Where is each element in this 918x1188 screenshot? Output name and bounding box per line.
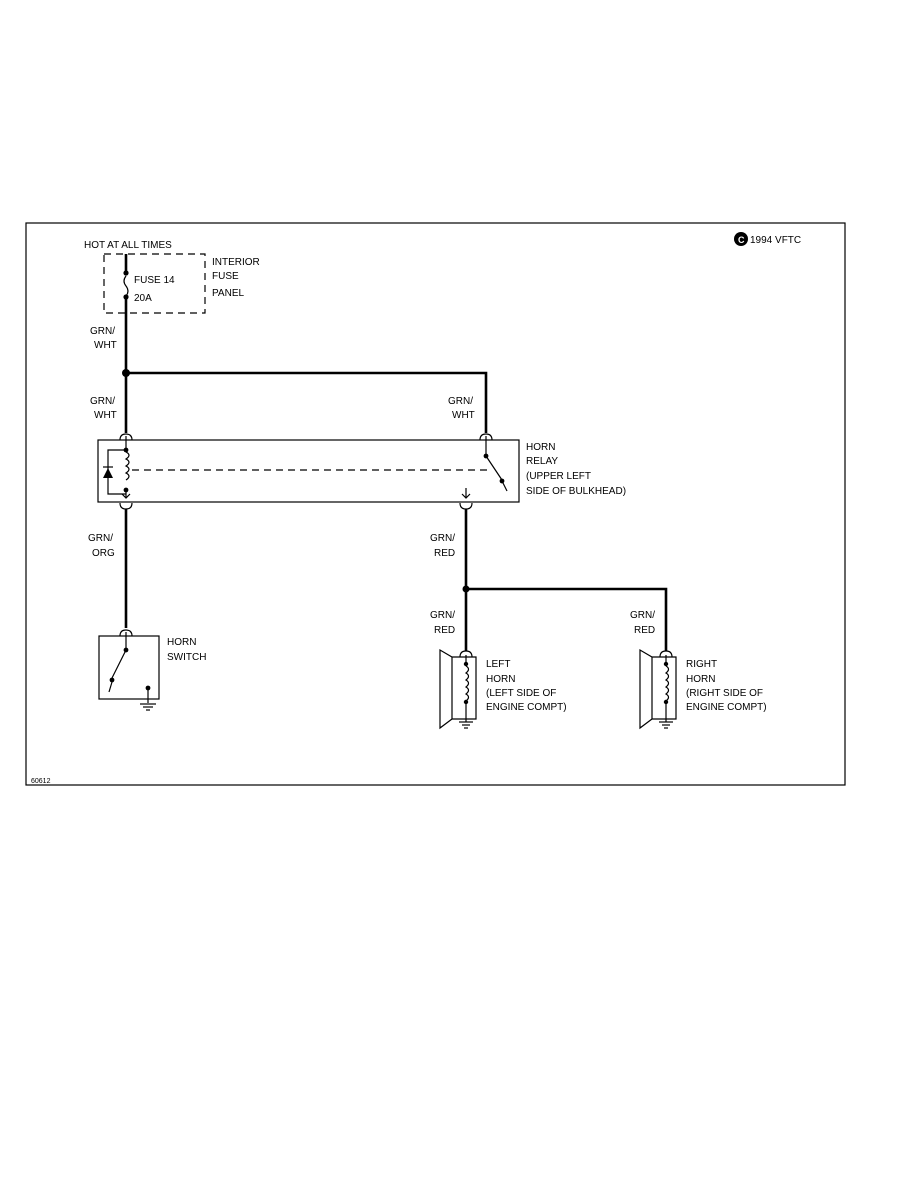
wire-label-left-horn-1: GRN/ bbox=[430, 610, 455, 621]
left-horn-connector bbox=[459, 650, 473, 658]
wire-label-right-horn-2: RED bbox=[634, 625, 655, 636]
right-horn-connector bbox=[659, 650, 673, 658]
fuse-panel-label-3: PANEL bbox=[212, 288, 244, 299]
relay-label-1: HORN bbox=[526, 442, 555, 453]
wire-label-switch-in-1: GRN/ bbox=[448, 396, 473, 407]
relay-switch bbox=[461, 436, 508, 499]
ground-icon bbox=[140, 703, 156, 711]
right-horn-label-1: RIGHT bbox=[686, 659, 717, 670]
wire-label-right-horn-1: GRN/ bbox=[630, 610, 655, 621]
fuse-panel-box bbox=[103, 253, 206, 314]
copyright-mark: C 1994 VFTC bbox=[734, 232, 801, 246]
left-horn-label-3: (LEFT SIDE OF bbox=[486, 688, 556, 699]
figure-id: 60612 bbox=[31, 778, 51, 785]
ground-icon bbox=[659, 721, 673, 729]
copyright-icon bbox=[734, 232, 748, 246]
fuse-rating: 20A bbox=[134, 293, 152, 304]
ground-icon bbox=[459, 721, 473, 729]
wire-label-relay-out-2: RED bbox=[434, 548, 455, 559]
wire-label-switch-feed-1: GRN/ bbox=[88, 533, 113, 544]
horn-switch-connector bbox=[119, 629, 133, 637]
right-horn-label-2: HORN bbox=[686, 674, 715, 685]
fuse-panel-label-1: INTERIOR bbox=[212, 257, 260, 268]
wire-label-coil-in-2: WHT bbox=[94, 410, 117, 421]
diode-icon bbox=[103, 468, 113, 478]
fuse-14 bbox=[123, 254, 129, 300]
wire-label-fuse-out-1: GRN/ bbox=[90, 326, 115, 337]
diagram-frame bbox=[25, 222, 846, 786]
right-horn-icon bbox=[639, 648, 677, 730]
wire-right-horn-feed bbox=[466, 587, 668, 651]
relay-connector-switch-out bbox=[459, 502, 473, 510]
wire-label-switch-in-2: WHT bbox=[452, 410, 475, 421]
horn-switch-contacts bbox=[108, 632, 151, 703]
relay-label-4: SIDE OF BULKHEAD) bbox=[526, 486, 626, 497]
wire-relay-switch-in bbox=[126, 371, 488, 433]
copyright-text: 1994 VFTC bbox=[750, 235, 801, 246]
horn-switch-label-2: SWITCH bbox=[167, 652, 206, 663]
left-horn-label-4: ENGINE COMPT) bbox=[486, 702, 567, 713]
left-horn-label-1: LEFT bbox=[486, 659, 510, 670]
left-horn-label-2: HORN bbox=[486, 674, 515, 685]
fuse-name: FUSE 14 bbox=[134, 275, 175, 286]
svg-text:C: C bbox=[738, 235, 745, 245]
relay-coil bbox=[103, 436, 131, 499]
fuse-panel-label-2: FUSE bbox=[212, 271, 239, 282]
wire-label-left-horn-2: RED bbox=[434, 625, 455, 636]
right-horn bbox=[639, 648, 677, 730]
horn-switch-box bbox=[98, 635, 160, 700]
hot-at-all-times-label: HOT AT ALL TIMES bbox=[84, 240, 172, 251]
horn-switch-label-1: HORN bbox=[167, 637, 196, 648]
wire-label-coil-in-1: GRN/ bbox=[90, 396, 115, 407]
right-horn-label-4: ENGINE COMPT) bbox=[686, 702, 767, 713]
left-horn-icon bbox=[439, 648, 477, 730]
wire-label-fuse-out-2: WHT bbox=[94, 340, 117, 351]
relay-label-2: RELAY bbox=[526, 456, 558, 467]
wire-label-switch-feed-2: ORG bbox=[92, 548, 115, 559]
relay-connector-switch-in bbox=[479, 433, 493, 441]
relay-connector-coil-in bbox=[119, 433, 133, 441]
relay-connector-coil-out bbox=[119, 502, 133, 510]
left-horn bbox=[439, 648, 477, 730]
right-horn-label-3: (RIGHT SIDE OF bbox=[686, 688, 763, 699]
horn-relay-box bbox=[97, 439, 520, 503]
wire-label-relay-out-1: GRN/ bbox=[430, 533, 455, 544]
relay-label-3: (UPPER LEFT bbox=[526, 471, 591, 482]
